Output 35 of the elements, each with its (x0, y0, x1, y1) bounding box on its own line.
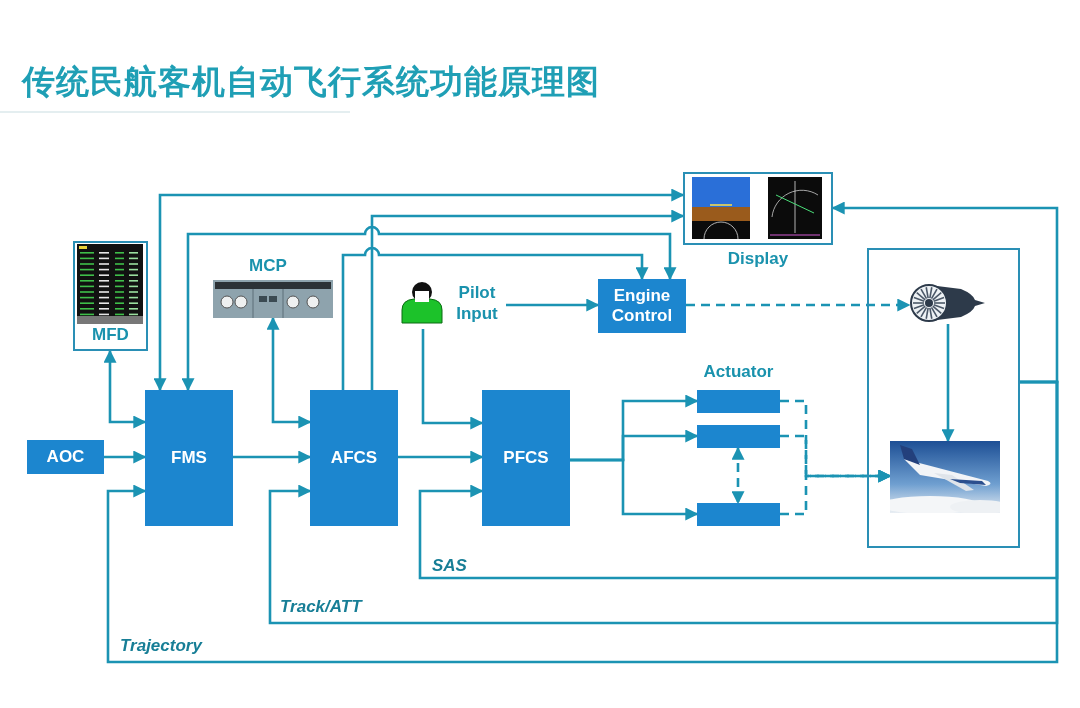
display-label: Display (726, 249, 790, 269)
arrow (686, 298, 911, 312)
arrow (106, 380, 1059, 664)
arrow (266, 316, 312, 429)
system-frame (867, 248, 1020, 548)
title: 传统民航客机自动飞行系统功能原理图 (22, 62, 600, 102)
edge-label: Trajectory (118, 636, 204, 656)
arrow (570, 458, 699, 521)
arrow (181, 226, 677, 392)
device-frame (73, 241, 148, 351)
arrow (421, 329, 484, 430)
arrow (506, 298, 600, 312)
actuator-box (697, 425, 780, 448)
arrow (780, 469, 892, 516)
process-box: AOC (27, 440, 104, 474)
actuator-box (697, 390, 780, 413)
process-box: FMS (145, 390, 233, 526)
arrow (153, 188, 685, 392)
arrow (103, 349, 147, 429)
arrow (941, 324, 955, 443)
arrow (233, 450, 312, 464)
arrow (341, 246, 649, 390)
panel-label: MCP (248, 256, 288, 276)
arrow (731, 446, 745, 505)
group-label: Actuator (702, 362, 775, 382)
process-box: Engine Control (598, 279, 686, 333)
arrow (370, 209, 685, 390)
arrow (104, 450, 147, 464)
process-box: AFCS (310, 390, 398, 526)
input-label: Pilot Input (455, 282, 499, 324)
airplane-picture (890, 441, 1000, 513)
actuator-box (697, 503, 780, 526)
device-label: MFD (91, 325, 130, 345)
arrow (398, 450, 484, 464)
process-box: PFCS (482, 390, 570, 526)
